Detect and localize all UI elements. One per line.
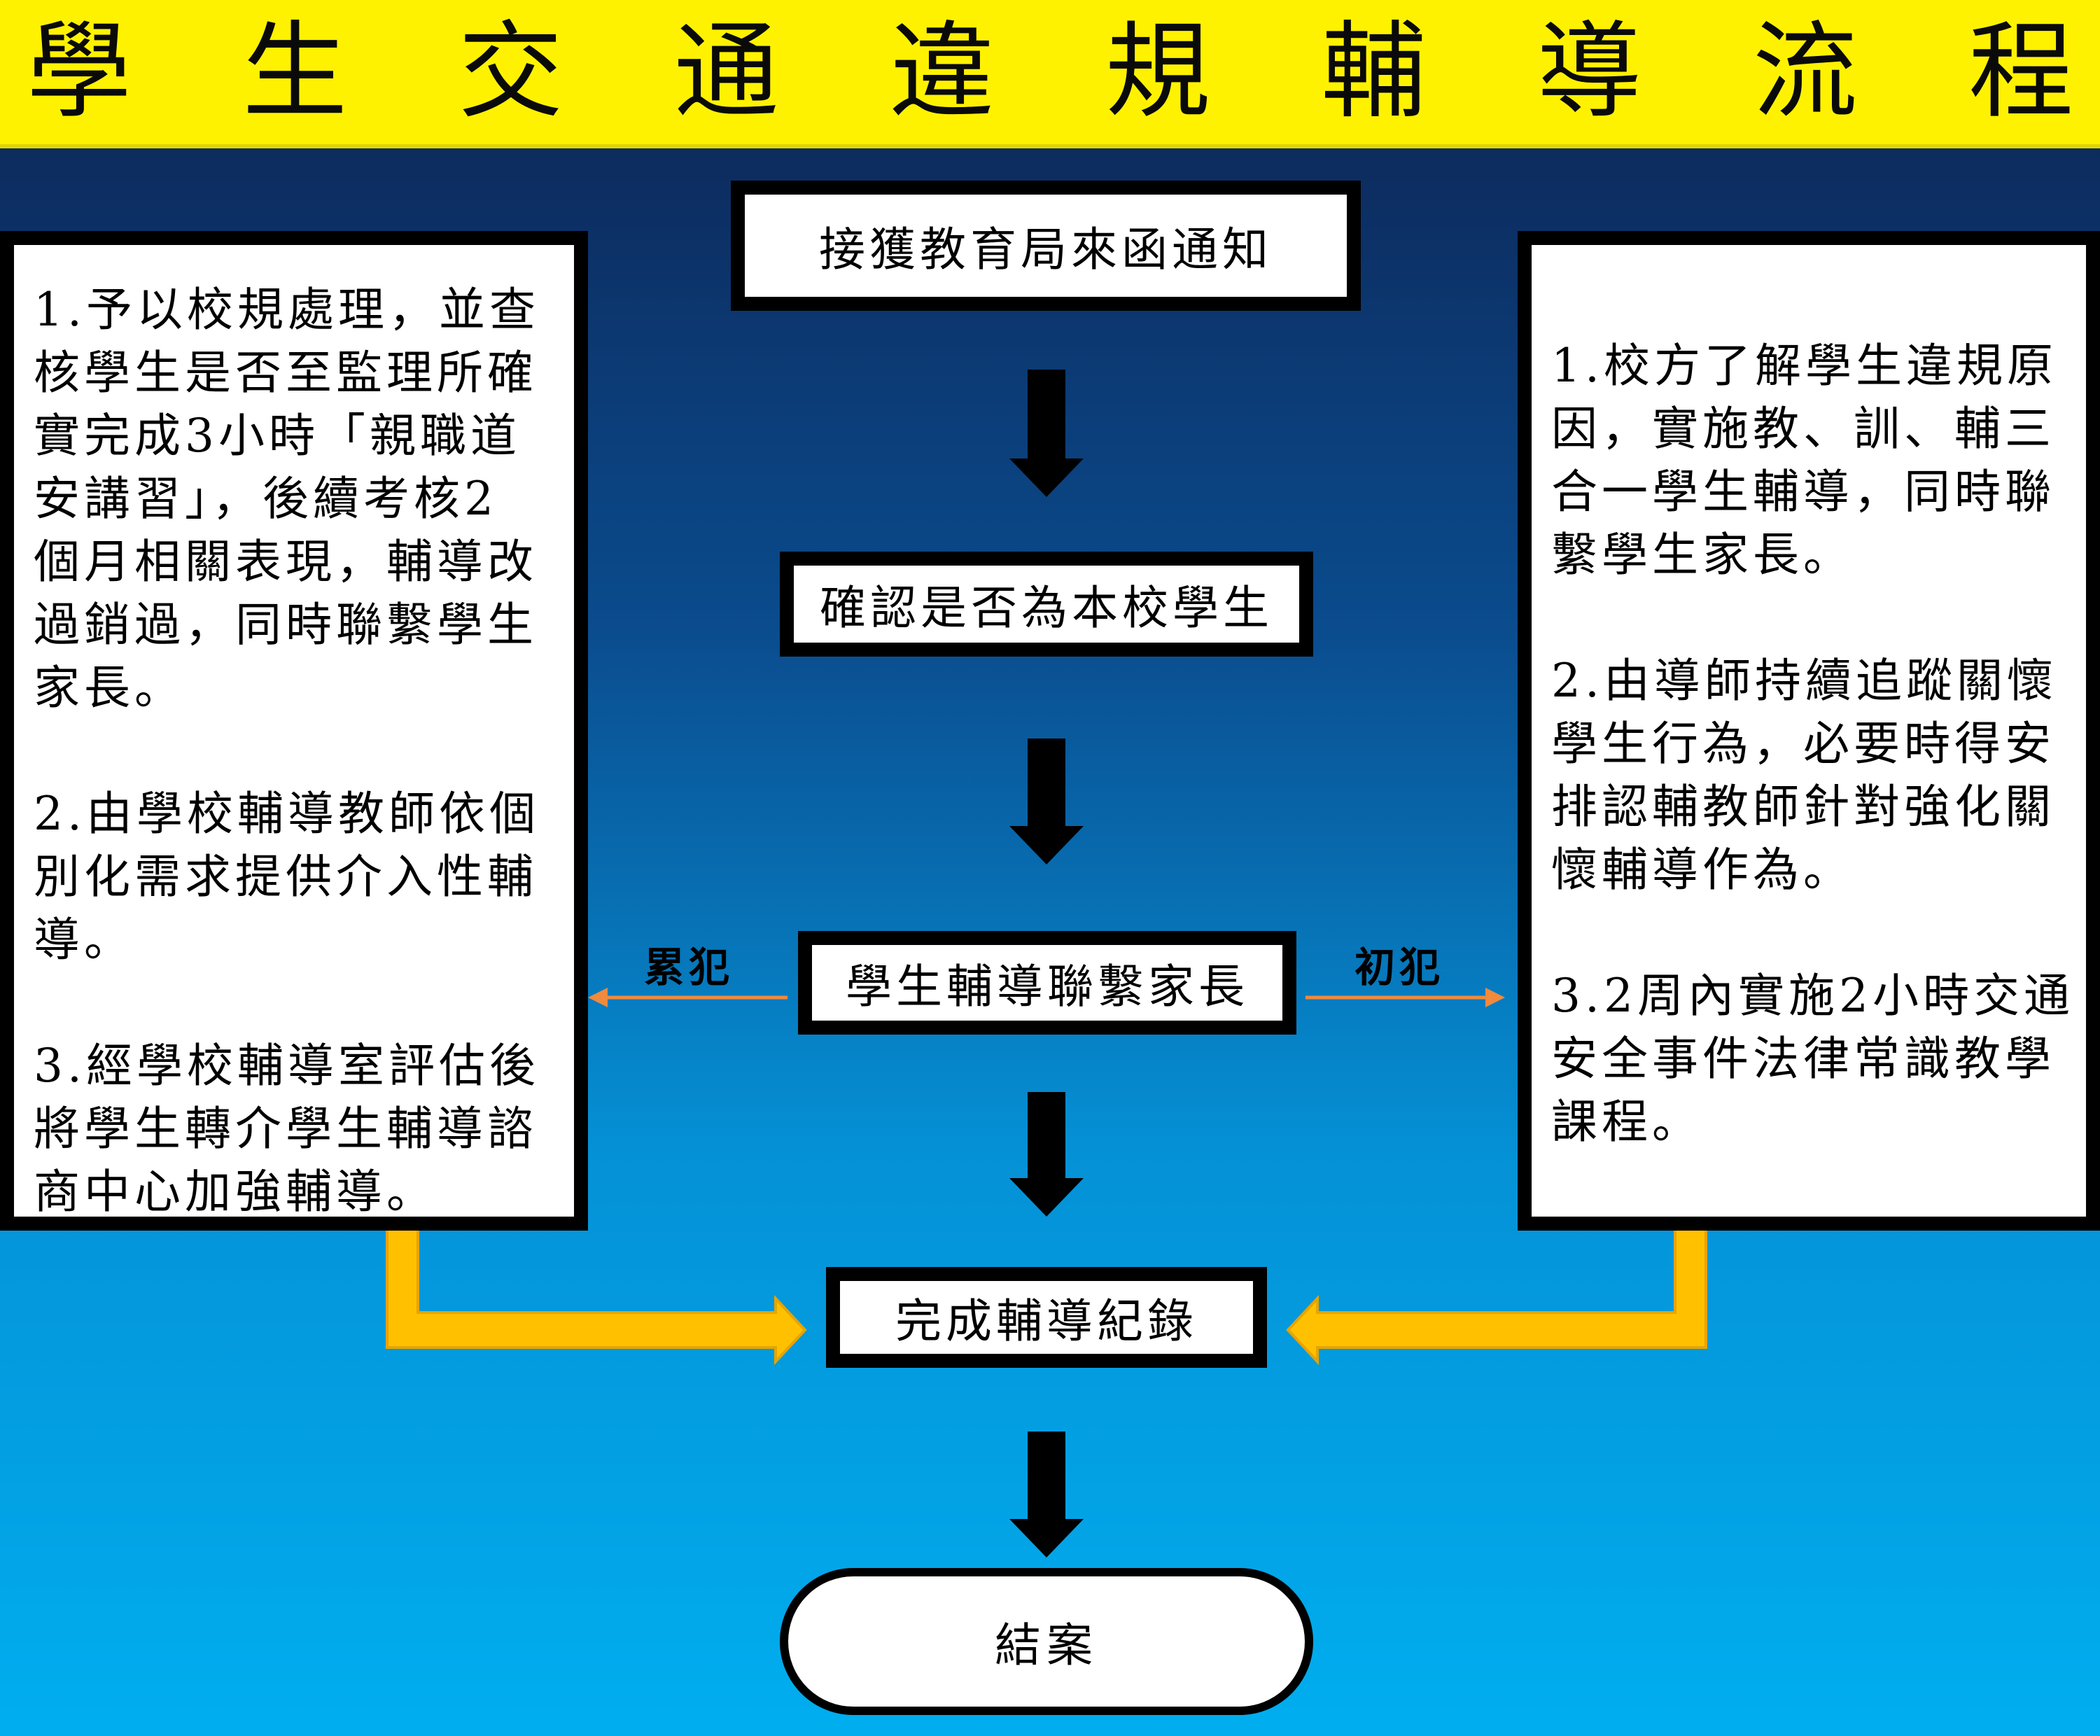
- step-label: 學生輔導聯繫家長: [846, 960, 1249, 1014]
- panel-text-line: 1.予以校規處理，並查: [34, 283, 540, 337]
- repeat-branch-arrow: [588, 988, 788, 1007]
- step-confirm-student: 確認是否為本校學生: [780, 552, 1313, 657]
- step-contact-parents: 學生輔導聯繫家長: [798, 931, 1296, 1035]
- paragraph-gap: [1551, 587, 2075, 650]
- panel-text-line: 將學生轉介學生輔導諮: [34, 1102, 538, 1156]
- flow-arrow: [1009, 1432, 1084, 1558]
- panel-text-line: 3.2周內實施2小時交通: [1551, 969, 2074, 1023]
- flow-arrow: [1009, 1092, 1084, 1217]
- panel-text-line: 因，實施教、訓、輔三: [1551, 402, 2055, 456]
- panel-text-line: 1.校方了解學生違規原: [1551, 339, 2057, 393]
- panel-text-line: 商中心加強輔導。: [34, 1165, 437, 1219]
- flow-arrow: [1009, 370, 1084, 497]
- title-char: 生: [242, 11, 348, 133]
- panel-text-line: 核學生是否至監理所確: [34, 346, 538, 400]
- title-char: 流: [1752, 11, 1858, 133]
- title-char: 通: [673, 11, 779, 133]
- panel-text-line: 別化需求提供介入性輔: [34, 850, 538, 904]
- panel-text-line: 排認輔教師針對強化關: [1551, 780, 2055, 834]
- panel-text-line: 2.由學校輔導教師依個: [34, 787, 540, 841]
- paragraph-gap: [34, 720, 560, 783]
- panel-text-line: 3.經學校輔導室評估後: [34, 1039, 540, 1093]
- panel-text-line: 課程。: [1551, 1095, 1702, 1149]
- end-terminal: 結案: [780, 1568, 1313, 1715]
- left-panel-content: 1.予以校規處理，並查核學生是否至監理所確實完成3小時「親職道安講習」，後續考核…: [34, 279, 560, 1224]
- paragraph-gap: [1551, 902, 2075, 965]
- left-panel-repeat-offense: 1.予以校規處理，並查核學生是否至監理所確實完成3小時「親職道安講習」，後續考核…: [0, 231, 588, 1231]
- title-char: 規: [1105, 11, 1211, 133]
- title-char: 學: [27, 11, 132, 133]
- step-label: 確認是否為本校學生: [820, 581, 1273, 635]
- step-receive-notice: 接獲教育局來函通知: [731, 181, 1361, 311]
- repeat-offense-label: 累犯: [644, 944, 734, 991]
- first-offense-label: 初犯: [1354, 944, 1445, 991]
- panel-text-line: 家長。: [34, 661, 185, 715]
- panel-text-line: 實完成3小時「親職道: [34, 409, 521, 463]
- right-connector-arrow: [1286, 1227, 1707, 1366]
- panel-text-line: 安全事件法律常識教學: [1551, 1032, 2055, 1086]
- panel-text-line: 繫學生家長。: [1551, 528, 1854, 582]
- title-char: 導: [1536, 11, 1642, 133]
- flow-arrow: [1009, 738, 1084, 864]
- panel-text-line: 2.由導師持續追蹤關懷: [1551, 654, 2057, 708]
- title-char: 輔: [1321, 11, 1427, 133]
- step-label: 接獲教育局來函通知: [819, 223, 1273, 276]
- title-bar: 學 生 交 通 違 規 輔 導 流 程: [0, 0, 2100, 148]
- panel-text-line: 過銷過，同時聯繫學生: [34, 598, 538, 652]
- panel-text-line: 懷輔導作為。: [1551, 843, 1854, 897]
- right-panel-content: 1.校方了解學生違規原因，實施教、訓、輔三合一學生輔導，同時聯繫學生家長。 2.由…: [1551, 335, 2075, 1154]
- panel-text-line: 個月相關表現，輔導改: [34, 535, 538, 589]
- first-branch-arrow: [1306, 988, 1505, 1007]
- title-char: 違: [889, 11, 995, 133]
- left-connector-arrow: [386, 1227, 807, 1366]
- step-label: 完成輔導紀錄: [895, 1294, 1198, 1348]
- panel-text-line: 學生行為，必要時得安: [1551, 717, 2055, 771]
- panel-text-line: 安講習」，後續考核2: [34, 472, 498, 526]
- panel-text-line: 導。: [34, 913, 134, 967]
- paragraph-gap: [34, 972, 560, 1035]
- title-char: 程: [1968, 11, 2073, 133]
- step-complete-record: 完成輔導紀錄: [826, 1267, 1267, 1368]
- end-label: 結案: [995, 1618, 1098, 1672]
- panel-text-line: 合一學生輔導，同時聯: [1551, 465, 2055, 519]
- right-panel-first-offense: 1.校方了解學生違規原因，實施教、訓、輔三合一學生輔導，同時聯繫學生家長。 2.由…: [1518, 231, 2100, 1231]
- title-char: 交: [458, 11, 564, 133]
